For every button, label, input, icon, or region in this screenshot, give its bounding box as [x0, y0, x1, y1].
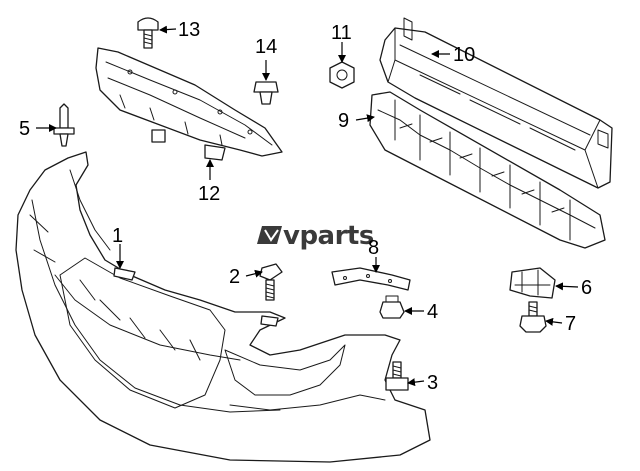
callout-13: 13 [178, 19, 200, 41]
callout-8: 8 [368, 237, 379, 259]
brand-logo: vparts [257, 221, 374, 251]
callout-14: 14 [255, 36, 277, 58]
screw-13 [137, 17, 159, 49]
leader-lines [36, 25, 579, 387]
bolt-7 [519, 301, 547, 333]
clip-14 [253, 81, 279, 105]
callout-7: 7 [565, 313, 576, 335]
callout-2: 2 [229, 266, 240, 288]
bolt-2 [259, 263, 283, 301]
callout-3: 3 [427, 372, 438, 394]
callout-12: 12 [198, 183, 220, 205]
callout-labels: 1 2 3 4 5 6 7 8 9 10 11 12 13 14 [19, 19, 592, 394]
bolt-3 [385, 361, 409, 391]
clip-5 [53, 103, 75, 147]
callout-11: 11 [331, 22, 352, 44]
leader-9 [355, 114, 375, 123]
bracket-6 [509, 267, 556, 299]
bumper-cover [15, 151, 431, 463]
callout-9: 9 [338, 110, 349, 132]
reinforcement-bar [379, 17, 613, 189]
energy-absorber [369, 91, 606, 249]
brand-name: vparts [283, 221, 374, 251]
nut-4 [379, 295, 405, 319]
nut-11 [329, 61, 355, 89]
callout-10: 10 [453, 44, 475, 66]
bracket-8 [331, 267, 411, 291]
leader-2 [245, 269, 263, 278]
callout-1: 1 [112, 225, 123, 247]
leader-7 [545, 317, 563, 326]
callout-6: 6 [581, 277, 592, 299]
leader-3 [407, 378, 425, 387]
callout-5: 5 [19, 118, 30, 140]
upper-bracket [95, 47, 283, 161]
leader-13 [159, 25, 177, 34]
callout-4: 4 [427, 301, 438, 323]
leader-6 [555, 282, 579, 291]
